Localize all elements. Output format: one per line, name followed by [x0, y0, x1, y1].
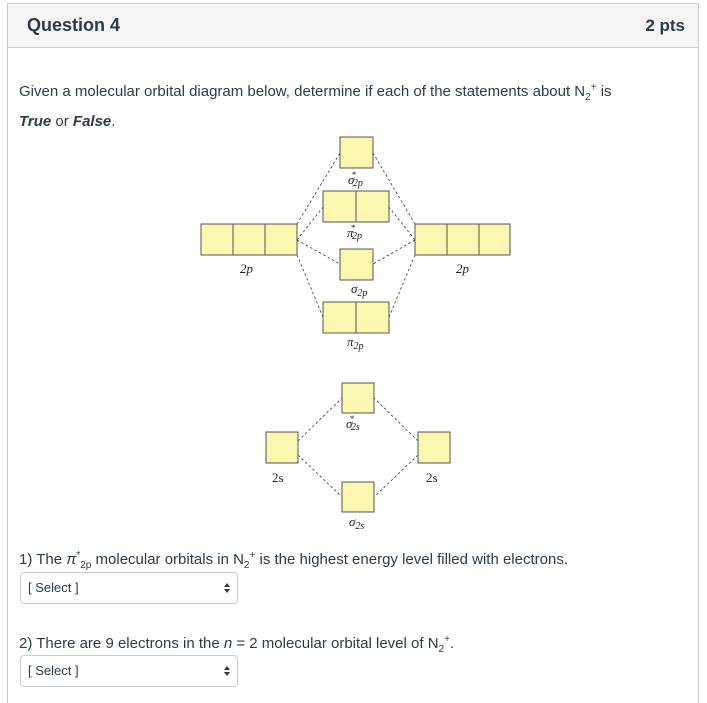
- statement-2-select[interactable]: [ Select ]: [20, 655, 238, 687]
- sigma-2p-box: [339, 248, 374, 281]
- question-prompt: Given a molecular orbital diagram below,…: [19, 82, 612, 130]
- sigma-2s-box: [341, 481, 375, 513]
- select-arrows-icon: [224, 583, 230, 593]
- right-2p-box-3: [478, 223, 511, 256]
- orbital-labels: σ*2p π*2p 2p 2p σ2p π2p σ*2s σ2s: [240, 170, 470, 532]
- pi-star-2p-label: π*2p: [347, 223, 362, 242]
- sigma-star-2p-label: σ*2p: [348, 170, 363, 189]
- right-2s-box: [417, 431, 451, 464]
- pi-star-2p-box-2: [355, 190, 390, 223]
- right-2p-box-2: [446, 223, 480, 256]
- question-points: 2 pts: [645, 16, 685, 35]
- question-header: Question 4 2 pts: [8, 4, 698, 48]
- right-2p-box-1: [414, 223, 448, 256]
- question-title: Question 4: [27, 15, 121, 35]
- orbital-boxes: [200, 136, 511, 513]
- right-2s-label: 2s: [426, 470, 438, 485]
- statement-1-select-value: [ Select ]: [28, 580, 79, 595]
- left-2s-label: 2s: [272, 470, 284, 485]
- pi-star-2p-box-1: [322, 190, 357, 223]
- true-word: True: [19, 113, 52, 130]
- right-2p-label: 2p: [456, 261, 470, 276]
- pi-2p-label: π2p: [347, 334, 364, 352]
- pi-2p-box-2: [355, 301, 390, 334]
- sigma-2s-label: σ2s: [349, 514, 364, 532]
- select-arrows-icon: [224, 666, 230, 676]
- left-2p-box-1: [200, 223, 234, 256]
- sigma-star-2s-box: [341, 382, 375, 414]
- statement-1-select[interactable]: [ Select ]: [20, 572, 238, 604]
- statement-2-select-value: [ Select ]: [28, 663, 79, 678]
- false-word: False: [72, 113, 112, 130]
- sigma-2p-label: σ2p: [351, 281, 367, 299]
- correlation-lines: [296, 152, 419, 498]
- left-2p-box-3: [264, 223, 298, 256]
- left-2s-box: [265, 431, 299, 464]
- left-2p-box-2: [232, 223, 266, 256]
- left-2p-label: 2p: [240, 261, 254, 276]
- pi-2p-box-1: [322, 301, 357, 334]
- statement-1: 1) The π*2p molecular orbitals in N2+ is…: [19, 550, 568, 571]
- sigma-star-2s-label: σ*2s: [346, 414, 360, 433]
- sigma-star-2p-box: [339, 136, 374, 169]
- statement-2: 2) There are 9 electrons in the n = 2 mo…: [19, 634, 455, 655]
- atomic-2s-labels: 2s 2s: [272, 470, 438, 485]
